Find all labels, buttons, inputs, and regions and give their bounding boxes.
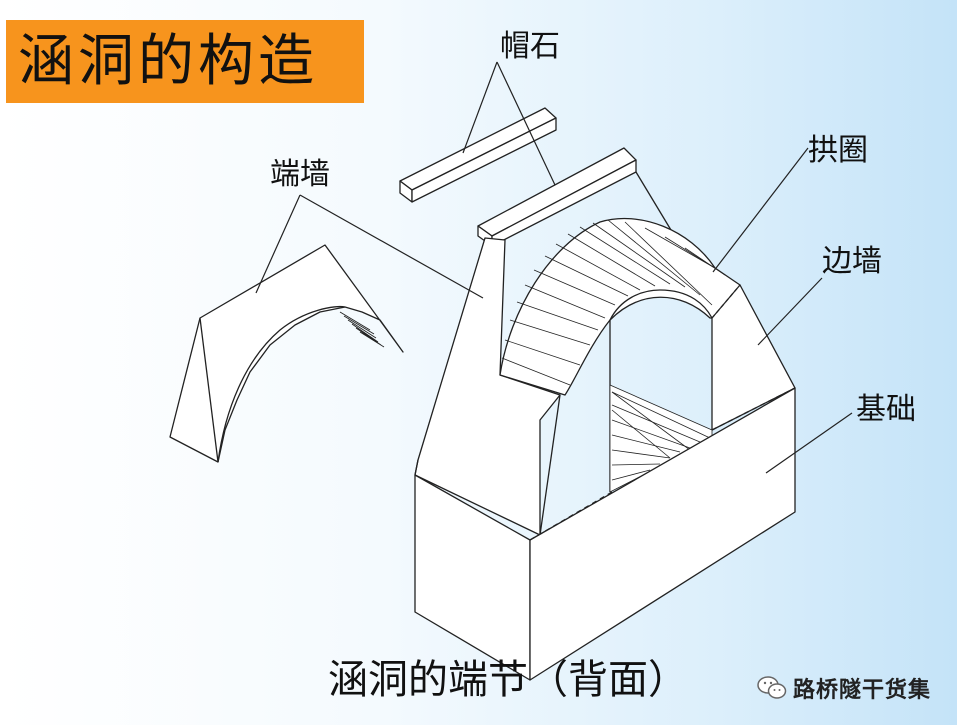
foundation <box>414 284 796 681</box>
page-title: 涵洞的构造 <box>18 28 318 94</box>
label-foundation: 基础 <box>856 392 916 427</box>
watermark: 路桥隧干货集 <box>757 672 931 704</box>
watermark-text: 路桥隧干货集 <box>793 678 932 703</box>
leader-lines <box>255 61 853 474</box>
label-end-wall: 端墙 <box>270 157 330 192</box>
cap-stone-top <box>399 107 557 203</box>
label-side-wall: 边墙 <box>822 244 882 279</box>
title-banner: 涵洞的构造 <box>6 20 364 103</box>
end-wall-piece <box>169 244 404 463</box>
diagram-caption: 涵洞的端节（背面） <box>328 657 688 703</box>
label-arch-ring: 拱圈 <box>808 133 868 168</box>
wechat-icon <box>757 676 787 699</box>
label-cap-stone: 帽石 <box>500 29 560 64</box>
